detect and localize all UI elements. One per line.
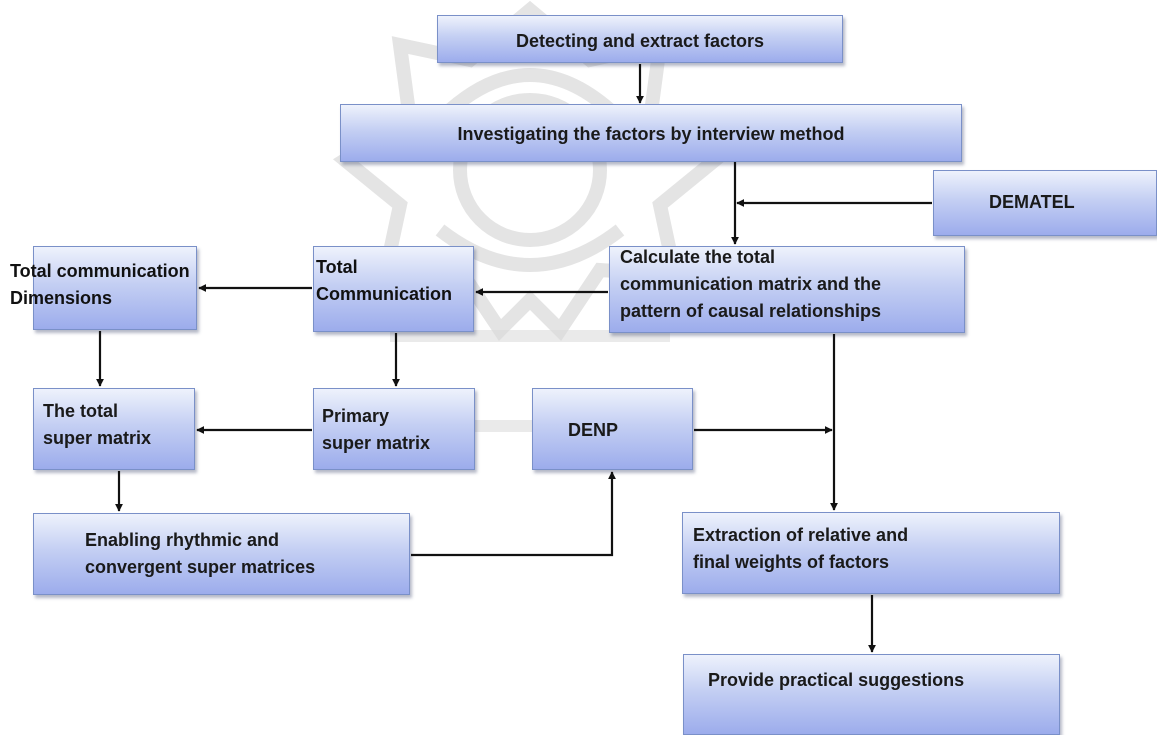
node-investigate: Investigating the factors by interview m… [340,104,962,162]
node-denp-label: DENP [568,420,619,440]
node-dematel: DEMATEL [933,170,1157,236]
node-total-super-matrix-label: The total super matrix [43,401,152,448]
node-primary-super-matrix: Primary super matrix [313,388,475,470]
node-primary-super-matrix-label: Primary super matrix [322,406,431,453]
node-detect-label: Detecting and extract factors [515,31,765,51]
node-enabling-super-matrices-label: Enabling rhythmic and convergent super m… [85,530,316,577]
node-calculate: Calculate the total communication matrix… [609,246,965,333]
node-calculate-label: Calculate the total communication matrix… [620,247,882,321]
node-enabling-super-matrices: Enabling rhythmic and convergent super m… [33,513,410,595]
node-extraction-weights-label: Extraction of relative and final weights… [693,525,909,572]
node-detect: Detecting and extract factors [437,15,843,63]
node-investigate-label: Investigating the factors by interview m… [457,124,845,144]
node-total-communication-dimensions [33,246,197,330]
node-total-communication-dimensions-label: Total communication Dimensions [10,261,190,308]
node-provide-suggestions-label: Provide practical suggestions [708,670,965,690]
node-total-super-matrix: The total super matrix [33,388,195,470]
node-extraction-weights: Extraction of relative and final weights… [682,512,1060,594]
node-total-communication [313,246,474,332]
node-denp: DENP [532,388,693,470]
node-dematel-label: DEMATEL [989,192,1075,212]
node-total-communication-label: Total Communication [316,257,453,304]
arrow-enabling-to-denp [411,471,616,557]
